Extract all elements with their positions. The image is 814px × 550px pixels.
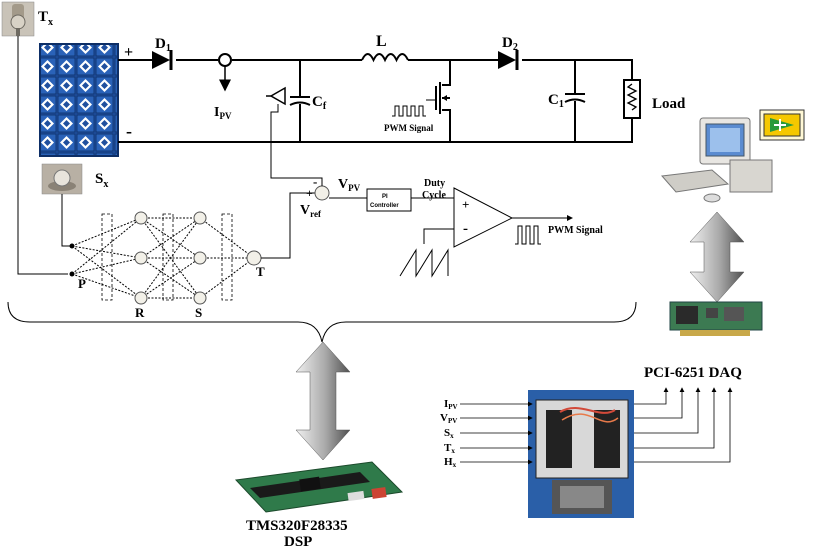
sx-wire xyxy=(61,194,70,247)
comp-minus: - xyxy=(463,221,468,237)
comp-plus: + xyxy=(462,197,469,212)
ipv-label: IPV xyxy=(214,105,232,121)
r-label: R xyxy=(135,305,145,320)
vref-label: Vref xyxy=(300,203,322,219)
inductor-label: L xyxy=(376,33,387,50)
dsp-label-1: TMS320F28335 xyxy=(246,518,348,534)
tx-wire xyxy=(17,36,68,275)
vpv-label: VPV xyxy=(338,177,361,193)
load-label: Load xyxy=(652,96,686,112)
daq-input-lines xyxy=(460,401,533,465)
dsp-label-2: DSP xyxy=(284,534,312,550)
sx-label: Sx xyxy=(95,171,108,190)
pv-panel xyxy=(39,43,119,157)
pc-link-arrow xyxy=(689,211,745,303)
daq-card xyxy=(669,301,763,336)
pwm-switch-label: PWM Signal xyxy=(384,123,434,133)
sum-minus: - xyxy=(313,174,317,189)
daq-input-ipv: IPV xyxy=(444,398,458,411)
irradiance-sensor xyxy=(41,163,83,195)
dsp-link-arrow xyxy=(295,341,351,461)
pv-minus: - xyxy=(126,121,132,141)
daq-title: PCI-6251 DAQ xyxy=(644,365,742,381)
neural-network xyxy=(69,192,316,305)
grouping-brace xyxy=(7,301,637,343)
pv-plus: + xyxy=(124,44,133,61)
duty-label-1: Duty xyxy=(424,178,445,189)
d2-label: D2 xyxy=(502,35,518,53)
c1-label: C1 xyxy=(548,92,564,110)
daq-input-sx: Sx xyxy=(444,427,454,440)
power-circuit xyxy=(118,50,641,179)
dsp-board xyxy=(234,461,404,513)
daq-input-tx: Tx xyxy=(444,442,455,455)
t-label: T xyxy=(256,264,265,279)
pi-label-1: PI xyxy=(382,194,388,200)
duty-label-2: Cycle xyxy=(422,190,446,201)
labview-icon xyxy=(759,109,805,141)
sum-plus: + xyxy=(306,186,313,200)
tx-label: Tx xyxy=(38,9,53,28)
daq-input-vpv: VPV xyxy=(440,412,457,425)
s-label: S xyxy=(195,305,202,320)
daq-output-lines xyxy=(634,387,733,463)
p-label: P xyxy=(78,276,86,291)
daq-input-hx: Hx xyxy=(444,456,457,469)
d1-label: D1 xyxy=(155,36,171,54)
controller xyxy=(300,177,573,278)
cf-label: Cf xyxy=(312,94,327,112)
pi-label-2: Controller xyxy=(370,203,399,209)
pwm-output-label: PWM Signal xyxy=(548,225,603,236)
temperature-sensor xyxy=(1,1,35,37)
computer-icon xyxy=(660,117,773,203)
terminal-block xyxy=(528,390,634,518)
